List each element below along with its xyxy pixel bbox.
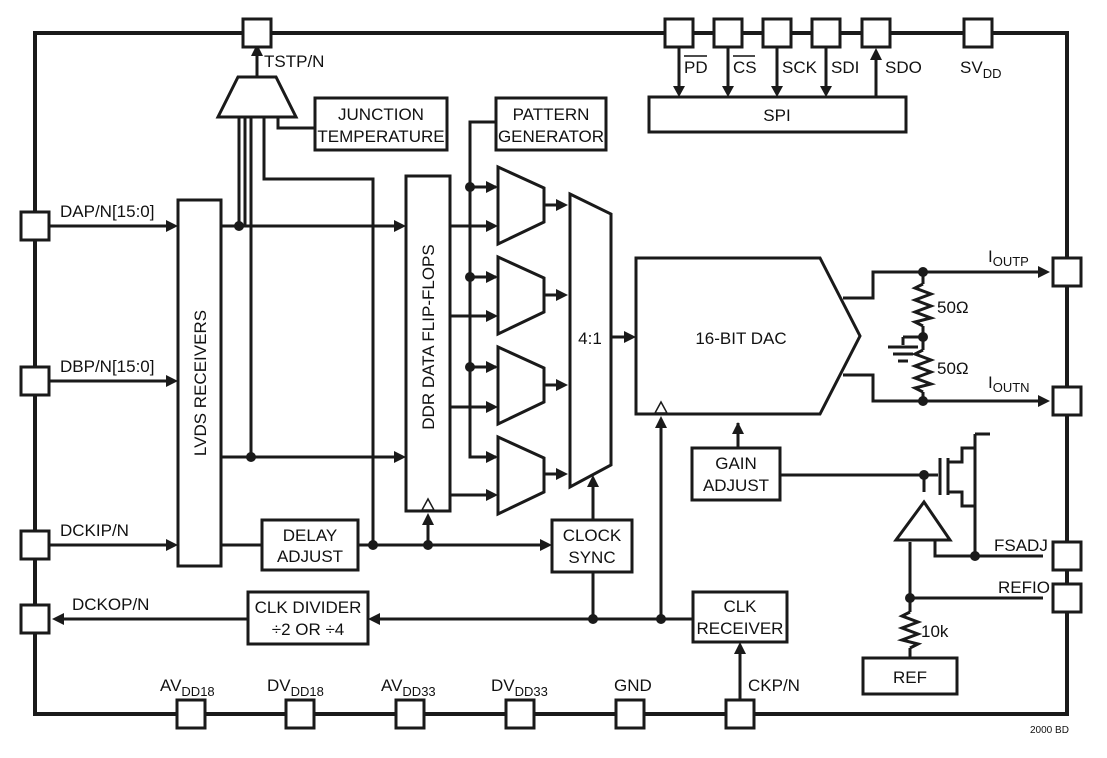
pin-ckp <box>724 698 756 730</box>
resistor-bottom-icon <box>910 348 937 394</box>
pin-label-sdi: SDI <box>831 58 859 77</box>
pin-label-svdd: SVDD <box>960 58 1001 81</box>
sub-mux-2 <box>496 254 546 337</box>
clock-sync-block <box>550 518 634 574</box>
resistor-ref-value: 10k <box>921 622 949 641</box>
sub-mux-1 <box>496 164 546 247</box>
ddr-flipflops-block <box>404 174 452 513</box>
pattern-generator-label-1: PATTERN <box>513 105 590 124</box>
junction-dots <box>234 182 980 624</box>
ref-label: REF <box>893 668 927 687</box>
dac-label: 16-BIT DAC <box>695 329 786 348</box>
mux-4to1 <box>568 191 613 490</box>
opamp <box>893 499 953 542</box>
resistor-bottom-value: 50Ω <box>937 359 969 378</box>
gain-adjust-label-1: GAIN <box>715 454 757 473</box>
pin-sdo <box>860 17 892 49</box>
delay-adjust-label-1: DELAY <box>283 526 338 545</box>
pin-label-dckip: DCKIP/N <box>60 521 129 540</box>
gain-adjust-label-2: ADJUST <box>703 476 769 495</box>
pin-label-dckop: DCKOP/N <box>72 595 149 614</box>
clock-receiver-label-2: RECEIVER <box>697 619 784 638</box>
pin-label-fsadj: FSADJ <box>994 536 1048 555</box>
pin-label-refio: REFIO <box>998 578 1050 597</box>
wires <box>50 48 1043 700</box>
ground-icon <box>888 345 918 363</box>
sub-mux-3 <box>496 344 546 427</box>
pin-label-dvdd18: DVDD18 <box>267 676 324 699</box>
lvds-receivers-block <box>176 198 223 568</box>
pin-label-ckp: CKP/N <box>748 676 800 695</box>
junction-temperature-label-1: JUNCTION <box>338 105 424 124</box>
pin-label-ioutp: IOUTP <box>988 247 1029 269</box>
arrowheads <box>52 44 1050 654</box>
sub-mux-4 <box>496 434 546 517</box>
tstp-mux <box>215 75 299 119</box>
clock-divider-label-1: CLK DIVIDER <box>255 598 362 617</box>
dac-clock-triangle <box>653 400 669 414</box>
dac-block <box>634 256 862 416</box>
pin-label-gnd: GND <box>614 676 652 695</box>
clock-divider-block <box>246 590 370 646</box>
pin-dvdd18 <box>284 698 316 730</box>
pin-dckop <box>19 603 51 635</box>
pins <box>19 17 1083 730</box>
delay-adjust-label-2: ADJUST <box>277 547 343 566</box>
pin-avdd18 <box>175 698 207 730</box>
pin-dvdd33 <box>504 698 536 730</box>
spi-label: SPI <box>763 106 790 125</box>
pin-dap <box>19 210 51 242</box>
resistor-top-icon <box>910 282 937 328</box>
pin-label-pd: PD <box>684 58 708 77</box>
pin-avdd33 <box>394 698 426 730</box>
gain-adjust-block <box>690 446 782 502</box>
pin-label-sck: SCK <box>782 58 818 77</box>
pin-gnd <box>614 698 646 730</box>
pin-label-dvdd33: DVDD33 <box>491 676 548 699</box>
ref-block <box>861 656 959 696</box>
mux-4to1-label: 4:1 <box>578 329 602 348</box>
pin-label-cs: CS <box>733 58 757 77</box>
pin-label-dap: DAP/N[15:0] <box>60 202 155 221</box>
junction-temperature-block <box>313 96 449 152</box>
resistor-top-value: 50Ω <box>937 298 969 317</box>
clock-sync-label-1: CLOCK <box>563 526 622 545</box>
clock-sync-label-2: SYNC <box>568 548 615 567</box>
pattern-generator-label-2: GENERATOR <box>498 127 604 146</box>
pin-refio <box>1051 582 1083 614</box>
lvds-receivers-label: LVDS RECEIVERS <box>191 310 210 456</box>
pin-sck <box>761 17 793 49</box>
pin-dbp <box>19 365 51 397</box>
junction-temperature-label-2: TEMPERATURE <box>317 127 444 146</box>
pin-tstp <box>241 17 273 49</box>
pin-sdi <box>810 17 842 49</box>
pin-label-avdd33: AVDD33 <box>381 676 436 699</box>
ddr-flipflops-label: DDR DATA FLIP-FLOPS <box>419 244 438 429</box>
delay-adjust-block <box>260 518 360 572</box>
pin-svdd <box>962 17 994 49</box>
pin-label-sdo: SDO <box>885 58 922 77</box>
pattern-generator-block <box>494 96 608 152</box>
pin-ioutp <box>1051 256 1083 288</box>
clock-divider-label-2: ÷2 OR ÷4 <box>272 620 345 639</box>
pin-cs <box>712 17 744 49</box>
pin-label-avdd18: AVDD18 <box>160 676 215 699</box>
clock-receiver-block <box>691 590 789 644</box>
pin-dckip <box>19 529 51 561</box>
pin-pd <box>663 17 695 49</box>
footer-code: 2000 BD <box>1030 725 1069 736</box>
spi-block <box>647 95 908 134</box>
pin-label-ioutn: IOUTN <box>988 373 1030 395</box>
ddr-clock-triangle <box>420 497 436 511</box>
pin-fsadj <box>1051 540 1083 572</box>
pin-ioutn <box>1051 385 1083 417</box>
pin-label-dbp: DBP/N[15:0] <box>60 357 155 376</box>
clock-receiver-label-1: CLK <box>723 597 757 616</box>
resistor-ref-icon <box>896 610 923 650</box>
pin-label-tstp: TSTP/N <box>264 52 324 71</box>
